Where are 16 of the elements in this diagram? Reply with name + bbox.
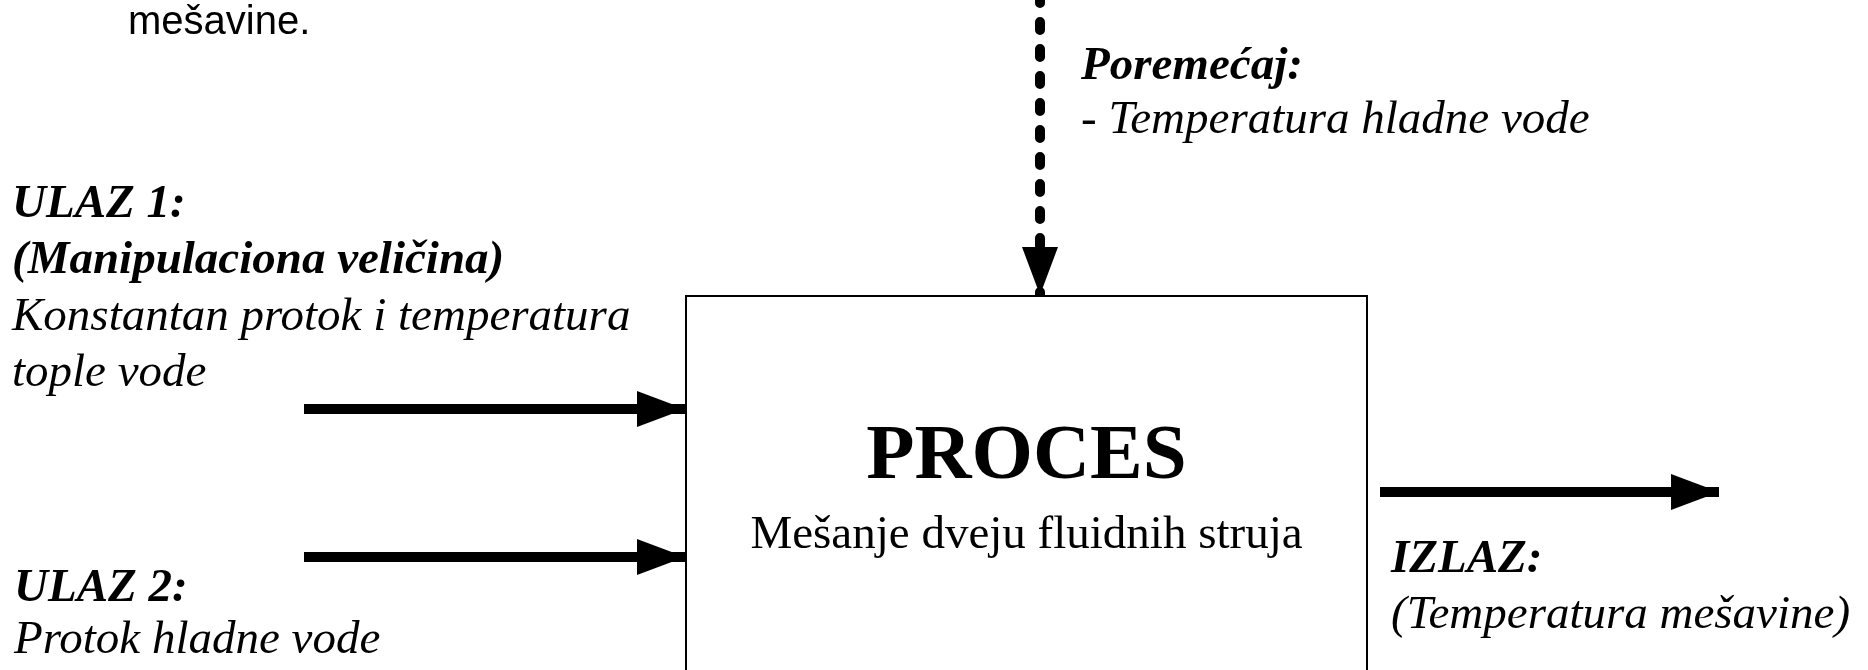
- process-title: PROCES: [865, 409, 1188, 496]
- arrow: [304, 391, 685, 427]
- process-box: [685, 295, 1368, 670]
- input-subheading: (Manipulaciona veličina): [12, 230, 506, 286]
- body-text: mešavine.: [128, 0, 312, 44]
- arrow: [1380, 474, 1719, 510]
- disturbance-heading: Poremećaj:: [1081, 36, 1304, 91]
- arrow: [304, 539, 685, 575]
- process-description: Mešanje dveju fluidnih struja: [749, 507, 1304, 559]
- input-description: Konstantan protok i temperatura tople vode: [12, 286, 632, 399]
- input-heading: ULAZ 2:: [14, 560, 189, 612]
- disturbance-description: - Temperatura hladne vode: [1081, 90, 1591, 145]
- output-heading: IZLAZ:: [1391, 529, 1544, 584]
- output-description: (Temperatura mešavine): [1391, 585, 1852, 641]
- input-heading: ULAZ 1:: [12, 174, 187, 229]
- input-description: Protok hladne vode: [14, 611, 382, 664]
